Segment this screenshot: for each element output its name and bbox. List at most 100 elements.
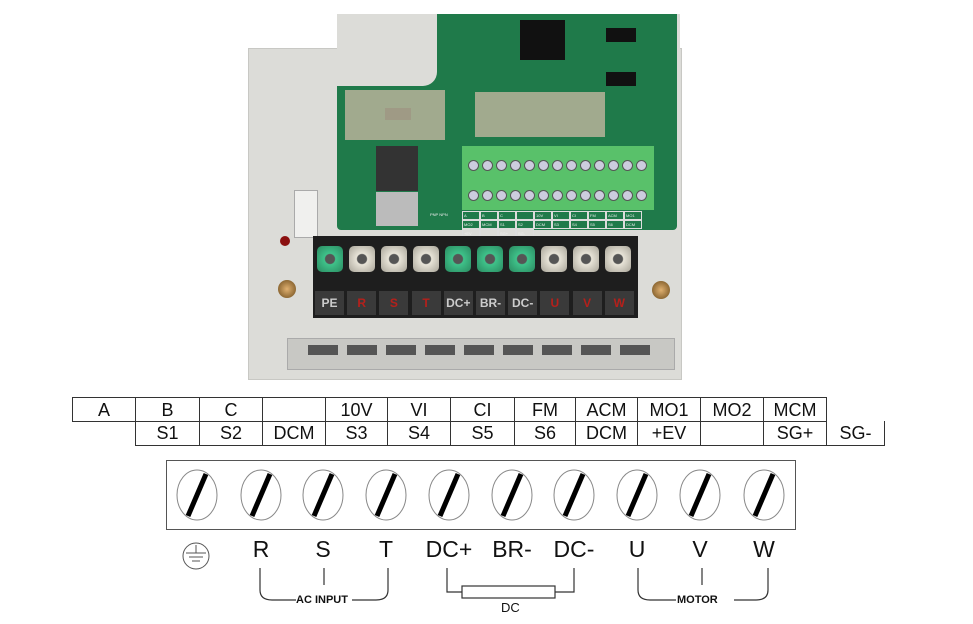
terminal-screw — [573, 246, 599, 272]
control-terminal-screw — [496, 160, 507, 171]
pcb-legend-cell — [516, 211, 534, 220]
terminal-screw — [605, 246, 631, 272]
control-terminal-screw — [622, 190, 633, 201]
control-terminal-screw — [608, 160, 619, 171]
pcb-legend-cell: MO1 — [624, 211, 642, 220]
microcontroller-chip — [520, 20, 565, 60]
terminal-label: R — [252, 536, 270, 562]
control-terminal-screw — [608, 190, 619, 201]
pcb-legend-cell: S6 — [606, 220, 624, 229]
pcb-legend-cell: MCM — [480, 220, 498, 229]
control-terminal-screw — [510, 160, 521, 171]
pcb-legend-cell: B — [480, 211, 498, 220]
housing-latch — [294, 190, 318, 238]
pcb-legend-cell: CI — [570, 211, 588, 220]
terminal-label-pe: PE — [315, 291, 344, 315]
control-terminal-screw — [524, 190, 535, 201]
tray-slot — [386, 345, 416, 355]
table-cell-top: MCM — [763, 397, 827, 422]
ic-chip — [606, 72, 636, 86]
components-area — [475, 92, 605, 137]
terminal-screw-icon — [742, 468, 786, 522]
pcb-legend-cell: C — [498, 211, 516, 220]
terminal-screw — [509, 246, 535, 272]
control-terminal-screw — [468, 160, 479, 171]
terminal-label-u: U — [540, 291, 570, 315]
control-terminal-screw — [482, 190, 493, 201]
terminal-label: T — [378, 536, 394, 562]
pcb-legend-cell: S5 — [588, 220, 606, 229]
control-terminal-screw — [580, 190, 591, 201]
table-cell-bottom: SG- — [826, 421, 885, 446]
control-terminal-screw — [538, 190, 549, 201]
terminal-label-v: V — [572, 291, 602, 315]
terminal-screw-icon — [552, 468, 596, 522]
terminal-screw — [381, 246, 407, 272]
power-led — [280, 236, 290, 246]
terminal-screw — [477, 246, 503, 272]
terminal-label: W — [753, 536, 775, 562]
tray-slot — [503, 345, 533, 355]
pcb-legend-cell: A — [462, 211, 480, 220]
terminal-screw-icon — [175, 468, 219, 522]
terminal-label: DC- — [553, 536, 595, 562]
components-area — [345, 90, 445, 140]
pcb-legend-cell: FM — [588, 211, 606, 220]
control-terminal-screw — [510, 190, 521, 201]
pcb-legend-cell: VI — [552, 211, 570, 220]
dc-resistor — [461, 585, 556, 599]
tray-slot — [581, 345, 611, 355]
terminal-screw — [541, 246, 567, 272]
terminal-label: S — [315, 536, 331, 562]
motor-label: MOTOR — [677, 594, 718, 606]
pcb-legend-cell: S2 — [516, 220, 534, 229]
pcb-legend-cell: 10V — [534, 211, 552, 220]
terminal-screw — [445, 246, 471, 272]
terminal-screw — [317, 246, 343, 272]
terminal-label-t: T — [411, 291, 441, 315]
control-terminal-screw — [594, 190, 605, 201]
pcb-notch — [337, 14, 437, 86]
control-terminal-screw — [566, 160, 577, 171]
terminal-screw-icon — [615, 468, 659, 522]
terminal-label-brminus: BR- — [476, 291, 505, 315]
terminal-screw-icon — [678, 468, 722, 522]
power-terminal-strip — [166, 460, 796, 530]
tray-slot — [308, 345, 338, 355]
pcb-legend-cell: S4 — [570, 220, 588, 229]
switch-labels: PNP NPN — [430, 212, 448, 217]
control-terminal-screw — [468, 190, 479, 201]
terminal-label-dcplus: DC+ — [443, 291, 473, 315]
rj45-port — [376, 192, 418, 226]
ic-chip — [606, 28, 636, 42]
pnp-npn-switches — [376, 146, 418, 191]
dc-label: DC — [501, 600, 520, 615]
motor-bracket — [637, 568, 769, 601]
control-terminal-screw — [482, 160, 493, 171]
control-terminal-screw — [552, 160, 563, 171]
control-terminal-screw — [636, 160, 647, 171]
terminal-screw — [349, 246, 375, 272]
terminal-label-r: R — [347, 291, 377, 315]
terminal-label: V — [692, 536, 708, 562]
cable-tray — [287, 338, 675, 370]
pcb-legend-cell: DCM — [534, 220, 552, 229]
terminal-label: BR- — [492, 536, 532, 562]
terminal-label-s: S — [379, 291, 409, 315]
control-terminal-screw — [552, 190, 563, 201]
ac-input-label: AC INPUT — [296, 594, 348, 606]
dc-bracket — [446, 568, 575, 593]
terminal-screw-icon — [239, 468, 283, 522]
control-terminal-screw — [636, 190, 647, 201]
terminal-screw-icon — [427, 468, 471, 522]
control-terminal-screw — [496, 190, 507, 201]
terminal-label-dcminus: DC- — [508, 291, 538, 315]
tray-slot — [620, 345, 650, 355]
control-terminal-screw — [594, 160, 605, 171]
pcb-legend-cell: DCM — [624, 220, 642, 229]
control-terminal-screw — [524, 160, 535, 171]
tray-slot — [425, 345, 455, 355]
